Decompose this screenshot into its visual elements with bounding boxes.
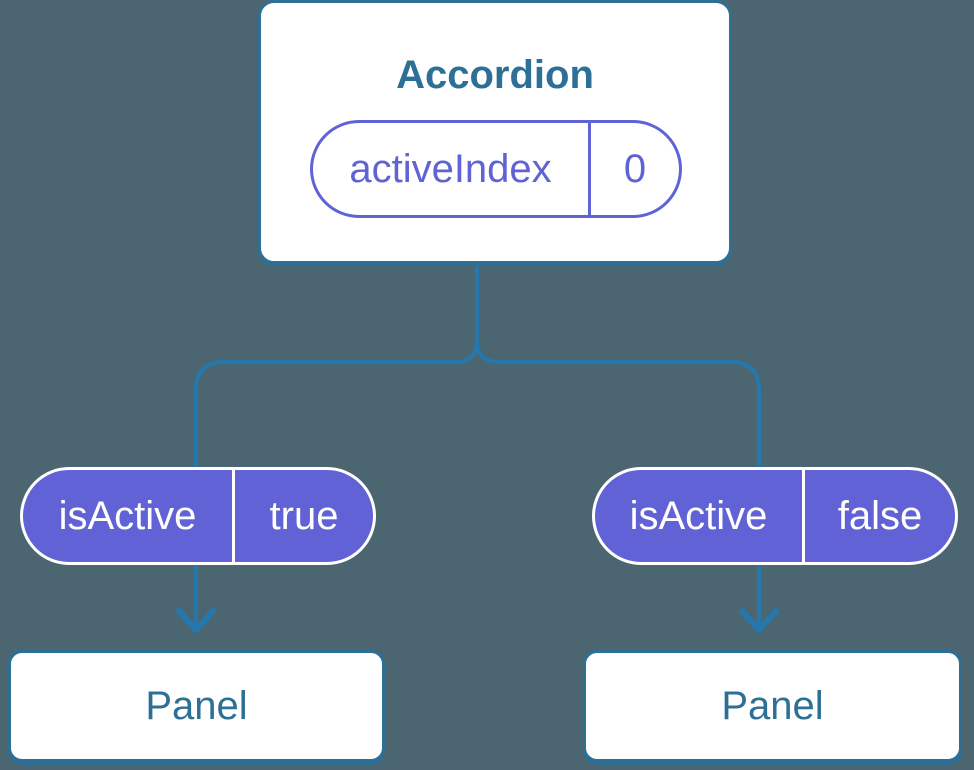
prop-name-label: isActive xyxy=(58,493,197,538)
arrowhead-left-icon xyxy=(176,608,216,633)
panel-component-card-left: Panel xyxy=(8,650,385,762)
state-pill: activeIndex 0 xyxy=(310,120,682,218)
component-title: Accordion xyxy=(396,53,594,97)
panel-component-card-right: Panel xyxy=(583,650,962,762)
prop-value-label: false xyxy=(802,470,955,562)
prop-pill-isactive-false: isActive false xyxy=(592,467,958,565)
connector-branch-right xyxy=(475,263,761,628)
accordion-component-card: Accordion activeIndex 0 xyxy=(258,0,732,264)
arrowhead-right-icon xyxy=(739,608,779,633)
state-name-label: activeIndex xyxy=(349,146,552,191)
connector-branch-left xyxy=(194,263,479,628)
state-value-label: 0 xyxy=(588,123,679,215)
prop-value-label: true xyxy=(232,470,373,562)
prop-pill-isactive-true: isActive true xyxy=(20,467,376,565)
prop-name-label: isActive xyxy=(629,493,768,538)
